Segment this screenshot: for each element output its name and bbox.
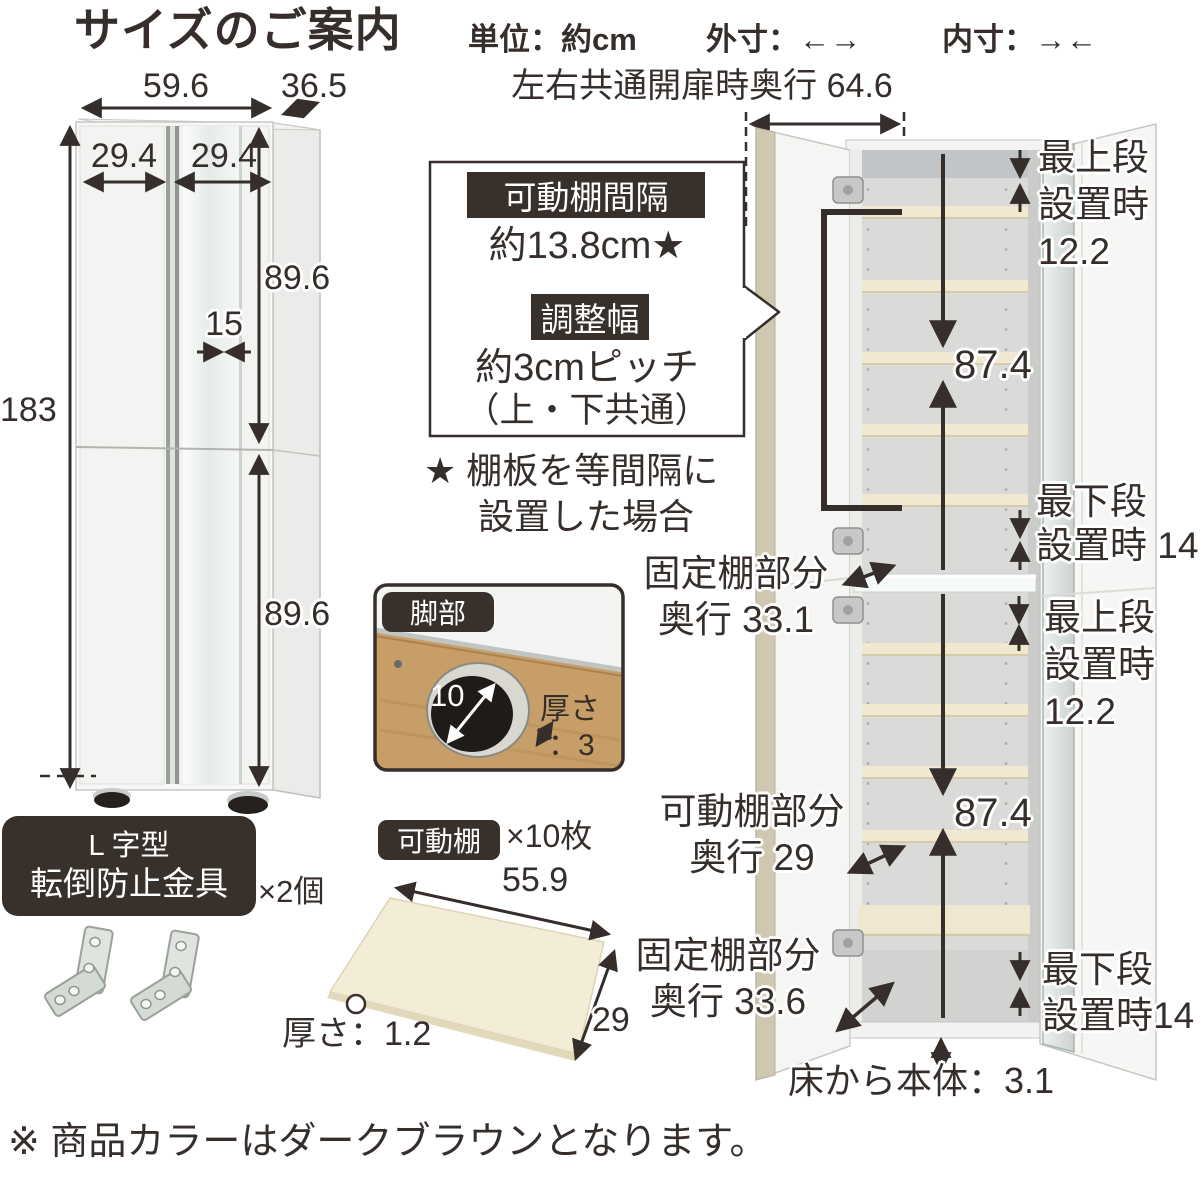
front-view-dimension-arrows: [59, 97, 320, 790]
page-title: サイズのご案内: [74, 4, 402, 56]
shelf-pitch-value: 約13.8cm★: [488, 225, 686, 267]
open-view-cabinet: [744, 112, 1157, 1082]
lower-bottom-gap-line2: 設置時14: [1042, 995, 1195, 1036]
front-lower-height-value: 89.6: [264, 595, 331, 633]
movable-shelf-line1: 可動棚部分: [659, 791, 845, 832]
upper-inner-height: 87.4: [954, 343, 1032, 387]
movable-shelf-detail: [327, 881, 618, 1061]
front-left-door: [79, 125, 165, 785]
front-view-cabinet: [40, 118, 321, 814]
upper-top-gap-value: 12.2: [1038, 231, 1111, 272]
movable-shelf-line2: 奥行 29: [689, 837, 815, 878]
shelf-thickness-value: 厚さ：1.2: [282, 1015, 432, 1053]
shelf-thickness-marker: [345, 993, 367, 1015]
leg-thickness-line2: ：3: [548, 729, 595, 762]
open-depth-label: 左右共通開扉時奥行 64.6: [511, 67, 893, 105]
color-footnote: ※ 商品カラーはダークブラウンとなります。: [8, 1121, 768, 1163]
open-view-dimension-arrows: [835, 150, 1031, 1074]
upper-bottom-gap-line1: 最下段: [1036, 481, 1147, 522]
outer-dim-legend: 外寸：←→: [706, 22, 861, 57]
shelf-depth-value: 29: [592, 1001, 630, 1039]
front-gap-value: 15: [205, 305, 243, 343]
anti-tip-label-line2: 転倒防止金具: [30, 864, 228, 902]
front-right-leg: [228, 796, 268, 814]
shelf-width-arrow: [393, 881, 612, 941]
anti-tip-count: ×2個: [258, 874, 325, 909]
leg-detail-label: 脚部: [382, 592, 494, 632]
adjust-width-value: 約3cmピッチ: [475, 347, 699, 389]
front-depth-value: 36.5: [280, 67, 348, 105]
upper-top-gap-line2: 設置時: [1038, 184, 1149, 225]
fixed-shelf-upper-line2: 奥行 33.1: [657, 599, 815, 640]
front-left-door-value: 29.4: [90, 137, 158, 175]
shelf-pitch-label: 可動棚間隔: [467, 172, 705, 218]
lower-inner-height: 87.4: [954, 791, 1032, 835]
shelf-range-bracket: [821, 209, 902, 511]
lower-top-gap-value: 12.2: [1044, 691, 1117, 732]
movable-shelf-count: ×10枚: [506, 818, 593, 854]
upper-bottom-gap-line2: 設置時 14: [1036, 525, 1199, 566]
anti-tip-brackets: [44, 925, 200, 1021]
leg-thickness-line1: 厚さ: [540, 693, 600, 726]
open-door-mirror-strip: [1042, 143, 1075, 1053]
star-note-line1: ★ 棚板を等間隔に: [424, 450, 719, 491]
unit-note: 単位：約cm: [468, 22, 637, 57]
lower-bottom-gap-line1: 最下段: [1042, 949, 1153, 990]
anti-tip-label-line1: L 字型: [88, 829, 170, 862]
adjust-width-note: （上・下共通）: [464, 391, 710, 430]
floor-clearance-label: 床から本体：3.1: [788, 1060, 1055, 1101]
fixed-shelf-lower-line2: 奥行 33.6: [649, 981, 807, 1022]
depth-arrow: [281, 98, 320, 119]
front-right-door-value: 29.4: [190, 137, 258, 175]
front-width-value: 59.6: [142, 67, 210, 105]
front-mirror-strip: [183, 126, 239, 784]
lower-top-gap-line2: 設置時: [1044, 644, 1155, 685]
star-note-line2: 設置した場合: [478, 496, 695, 537]
shelf-width-value: 55.9: [502, 861, 569, 899]
fixed-shelf-upper-line1: 固定棚部分: [643, 553, 829, 594]
front-total-height-value: 183: [0, 391, 57, 429]
inner-dim-legend: 内寸：→←: [942, 22, 1097, 57]
anti-tip-label-box: L 字型 転倒防止金具: [2, 816, 256, 916]
leg-diameter-value: 10: [430, 678, 465, 713]
adjust-width-label: 調整幅: [531, 294, 649, 340]
upper-top-gap-line1: 最上段: [1038, 137, 1149, 178]
door-hinges: [832, 176, 864, 957]
lower-top-gap-line1: 最上段: [1044, 597, 1155, 638]
front-upper-height-value: 89.6: [264, 259, 331, 297]
fixed-shelf-lower-line1: 固定棚部分: [635, 935, 821, 976]
movable-shelf-label: 可動棚: [378, 820, 500, 860]
shelf-depth-arrow: [572, 949, 618, 1061]
front-left-leg: [94, 792, 130, 808]
